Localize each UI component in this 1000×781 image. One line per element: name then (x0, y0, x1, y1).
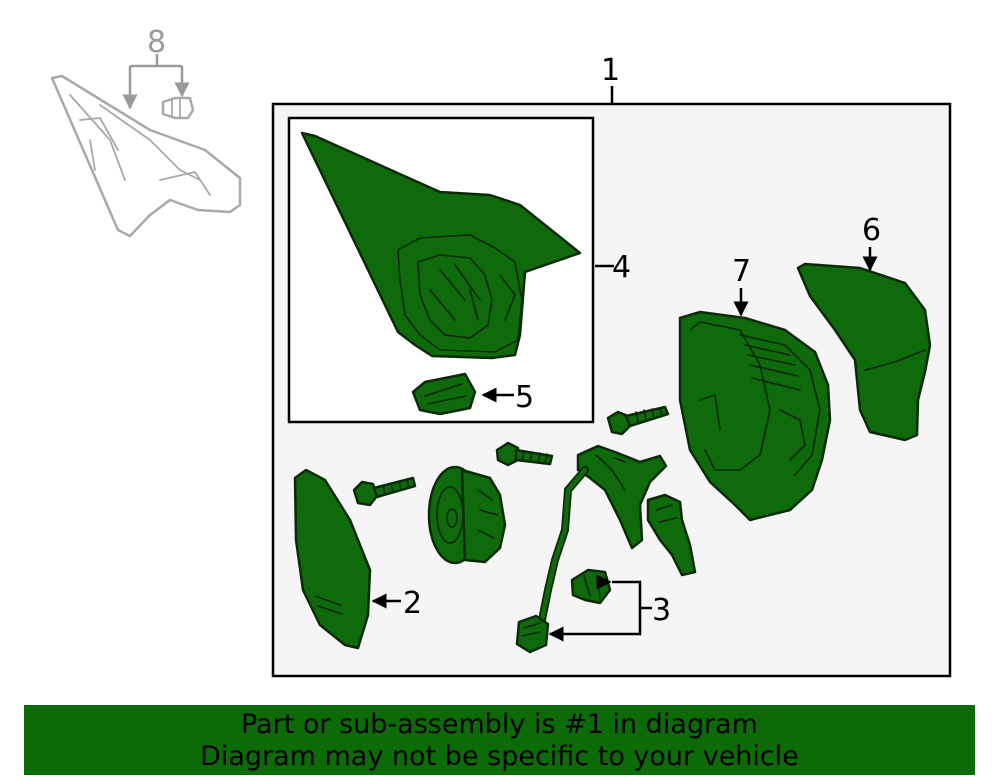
mirror-base-part-4 (300, 131, 582, 360)
callout-5: 5 (515, 380, 534, 415)
screw-upper-right (606, 405, 670, 436)
callout-4: 4 (612, 250, 631, 285)
callout-2: 2 (403, 586, 422, 621)
callout-8-leaders (122, 54, 190, 110)
banner-line-1: Part or sub-assembly is #1 in diagram (241, 709, 758, 740)
connector-bracket (646, 493, 697, 577)
mounting-bracket (576, 444, 668, 550)
callout-6: 6 (862, 213, 881, 248)
cover-part-5 (411, 372, 477, 416)
door-pillar-reference (50, 74, 242, 238)
callout-7: 7 (732, 254, 751, 289)
mirror-motor (427, 465, 507, 565)
wiring-harness (515, 466, 589, 654)
banner-line-2: Diagram may not be specific to your vehi… (200, 741, 799, 772)
screw-middle (495, 441, 554, 467)
disclaimer-banner: Part or sub-assembly is #1 in diagram Di… (24, 705, 975, 775)
mirror-housing-part-7 (678, 310, 832, 522)
mirror-cap-part-6 (796, 262, 932, 442)
callout-3: 3 (652, 593, 671, 628)
mirror-glass-part-2 (293, 468, 372, 650)
screw-left (352, 476, 417, 507)
callout-3-leaders (548, 574, 652, 642)
clip-part-8 (161, 96, 195, 120)
callout-1: 1 (601, 53, 620, 88)
callout-8: 8 (147, 25, 166, 60)
